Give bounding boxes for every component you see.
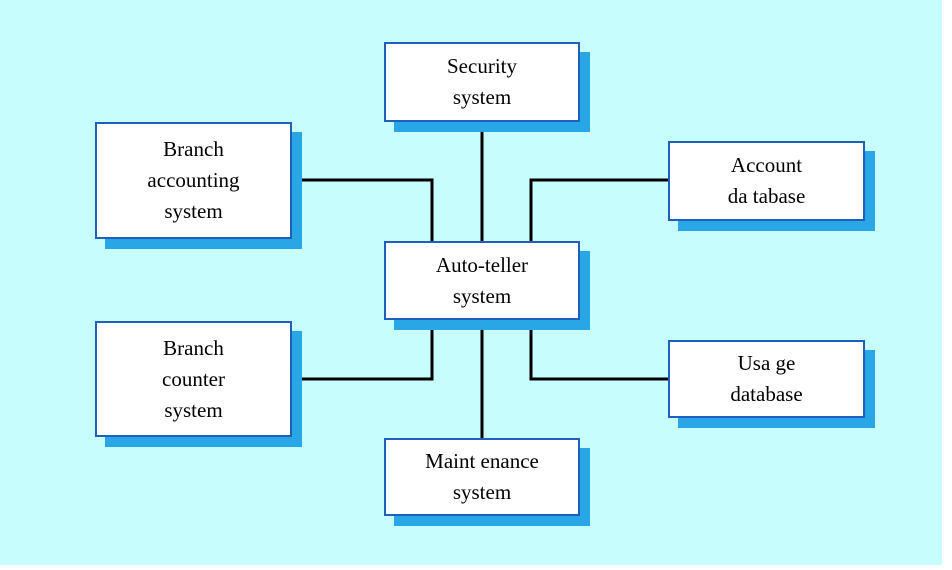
node-box: Maint enance system	[384, 438, 580, 516]
node-box: Branch counter system	[95, 321, 292, 437]
node-label-line: counter	[162, 366, 225, 391]
edge-auto-teller-branch-accounting	[292, 178, 434, 241]
node-box: Auto-teller system	[384, 241, 580, 320]
maintenance-system-node: Maint enance system	[384, 438, 590, 526]
edge-auto-teller-branch-counter	[292, 320, 434, 381]
node-label-line: da tabase	[727, 184, 806, 208]
node-label-line: accounting	[147, 168, 240, 192]
node-label-line: Branch	[163, 137, 224, 161]
branch-counter-system-node: Branch counter system	[95, 321, 302, 447]
node-box: Branch accounting system	[95, 122, 292, 239]
node-label-line: system	[164, 199, 223, 223]
node-label-line: database	[730, 382, 803, 406]
node-box: Account da tabase	[668, 141, 865, 221]
edge-auto-teller-account-database	[529, 178, 668, 241]
node-box: Usa ge database	[668, 340, 865, 418]
branch-accounting-system-node: Branch accounting system	[95, 122, 302, 249]
node-label-line: system	[452, 85, 512, 109]
node-label-line: Account	[730, 153, 803, 177]
account-database-node: Account da tabase	[668, 141, 875, 231]
node-label-line: system	[452, 283, 512, 308]
auto-teller-system-node: Auto-teller system	[384, 241, 590, 330]
node-label-line: Usa ge	[737, 351, 796, 375]
edge-auto-teller-usage-database	[529, 320, 668, 381]
node-box: Security system	[384, 42, 580, 122]
node-label-line: Security	[447, 54, 517, 78]
node-label-line: system	[164, 397, 223, 422]
node-label-line: Branch	[163, 335, 224, 360]
security-system-node: Security system	[384, 42, 590, 132]
node-label-line: system	[452, 480, 512, 504]
usage-database-node: Usa ge database	[668, 340, 875, 428]
node-label-line: Maint enance	[425, 449, 539, 473]
node-label-line: Auto-teller	[435, 252, 529, 277]
